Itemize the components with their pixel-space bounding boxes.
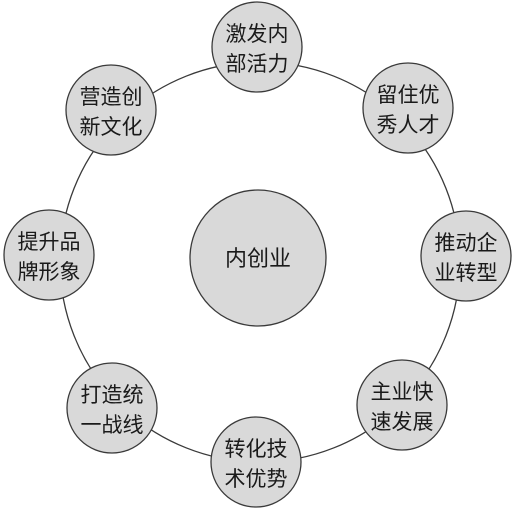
outer-nodes: 激发内部活力留住优秀人才推动企业转型主业快速发展转化技术优势打造统一战线提升品牌…: [3, 1, 512, 508]
node-label-line: 转化技: [225, 437, 288, 461]
node-label-line: 营造创: [80, 85, 143, 109]
node-label-line: 留住优: [377, 83, 440, 107]
node-label-line: 牌形象: [18, 260, 81, 284]
center-label: 内创业: [225, 247, 291, 272]
node-label-line: 部活力: [226, 52, 289, 76]
node-circle: [211, 1, 303, 93]
node-label-line: 激发内: [226, 22, 289, 46]
node-label-line: 术优势: [225, 467, 288, 491]
node-label-line: 主业快: [371, 380, 434, 404]
node-label-line: 新文化: [80, 115, 143, 139]
center-circle: [189, 189, 327, 327]
node-label-line: 一战线: [81, 413, 144, 437]
node-circle: [420, 210, 512, 302]
node-label-line: 打造统: [81, 383, 144, 407]
node-label-line: 秀人才: [377, 113, 440, 137]
node-circle: [362, 62, 454, 154]
node-circle: [66, 362, 158, 454]
node-circle: [3, 209, 95, 301]
node-circle: [65, 64, 157, 156]
node-label-line: 提升品: [18, 230, 81, 254]
node-circle: [210, 416, 302, 508]
node-circle: [356, 359, 448, 451]
node-label-line: 速发展: [371, 410, 434, 434]
node-label-line: 推动企: [435, 231, 498, 255]
node-label-line: 业转型: [435, 261, 498, 285]
